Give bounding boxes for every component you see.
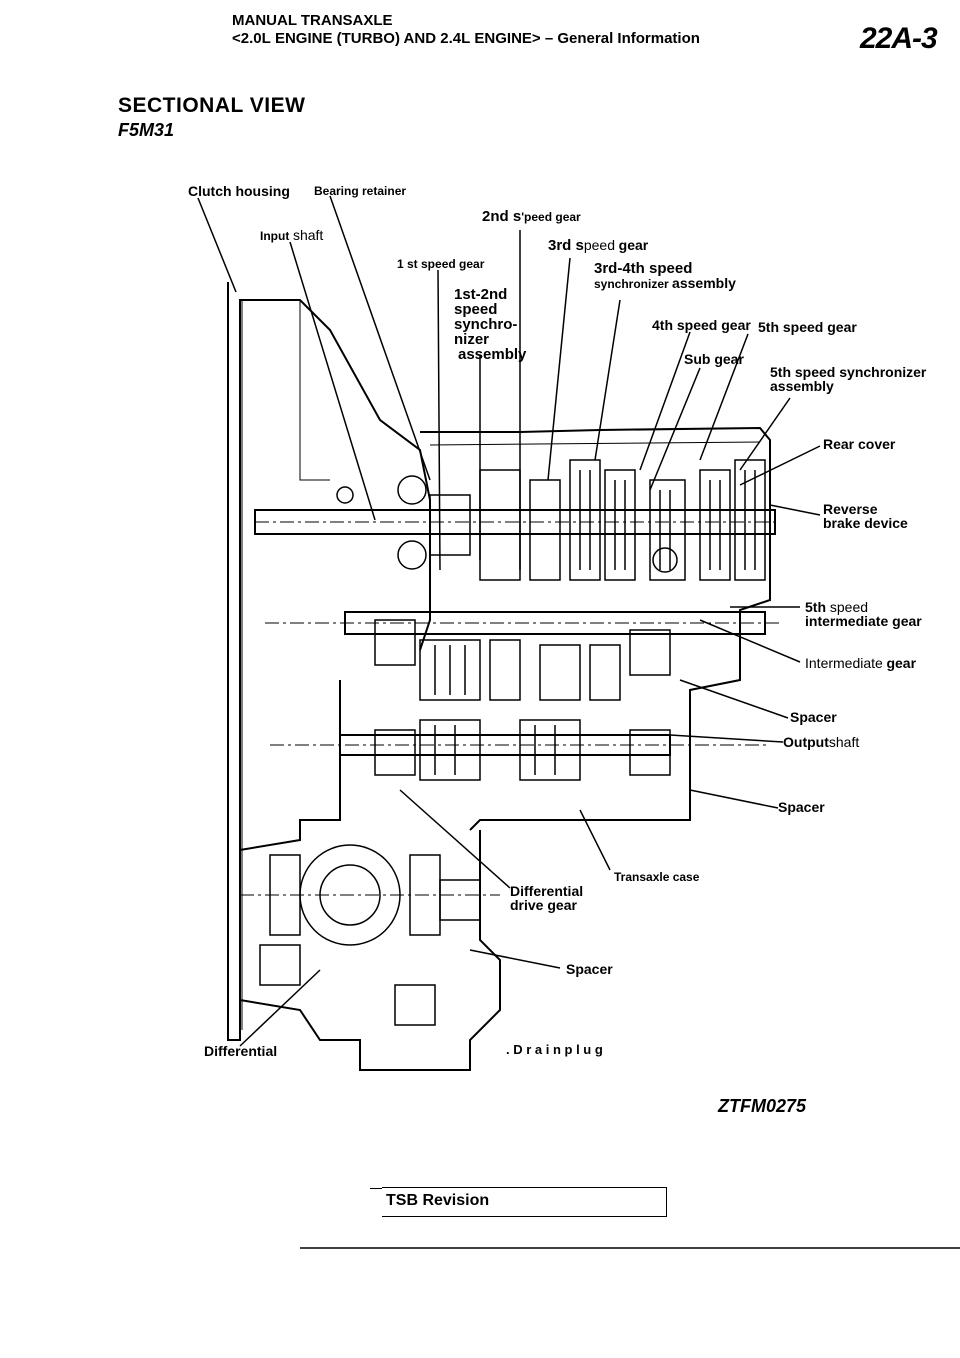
label-drain-plug: . D r a i n p l u g (506, 1042, 603, 1057)
label-sub-gear: Sub gear (684, 351, 744, 367)
label-intermediate-gear: Intermediate gear (805, 655, 917, 671)
label-2nd-speed-gear: 2nd s'peed gear (482, 208, 581, 225)
engine-spec-c: 2.4L (440, 30, 471, 47)
differential-housing (239, 680, 501, 1071)
label-bearing-retainer: Bearing retainer (314, 184, 407, 198)
label-5th-speed-gear: 5th speed gear (758, 319, 857, 335)
label-3rd-4th-sync: 3rd-4th speed synchronizer assembly (594, 260, 736, 291)
leader-lines (197, 195, 821, 1048)
label-clutch-housing: Clutch housing (188, 183, 290, 199)
label-spacer-3: Spacer (566, 961, 613, 977)
label-4th-speed-gear: 4th speed gear (652, 317, 751, 333)
engine-spec-b: ENGINE (TURBO) AND (274, 30, 437, 47)
engine-spec-a: <2.0L (232, 30, 271, 47)
label-1st-2nd-sync: 1st-2nd speed synchro- nizer assembly (454, 286, 527, 363)
label-rear-cover: Rear cover (823, 436, 896, 452)
label-5th-sync: 5th speed synchronizer assembly (770, 364, 927, 394)
label-3rd-speed-gear: 3rd speed gear (548, 237, 649, 254)
label-1st-speed-gear: 1 st speed gear (397, 257, 485, 271)
label-spacer-2: Spacer (778, 799, 825, 815)
tsb-revision-label: TSB Revision (386, 1192, 490, 1209)
section-title: SECTIONAL VIEW (118, 94, 306, 117)
label-reverse-brake: Reverse brake device (823, 501, 908, 531)
engine-spec-e: – General Information (544, 30, 700, 47)
model-code: F5M31 (118, 120, 175, 140)
bearings (336, 475, 678, 776)
intermediate-gears (419, 639, 621, 701)
engine-spec-d: ENGINE> (474, 30, 541, 47)
figure-code: ZTFM0275 (718, 1096, 807, 1116)
label-spacer-1: Spacer (790, 709, 837, 725)
label-diff-drive-gear: Differential drive gear (510, 883, 584, 913)
label-output-shaft: Outputshaft (783, 734, 860, 750)
label-input-shaft: Input shaft (260, 227, 324, 243)
label-differential: Differential (204, 1043, 278, 1059)
label-transaxle-case: Transaxle case (614, 870, 700, 884)
label-5th-intermediate-gear: 5th speed intermediate gear (805, 599, 922, 629)
section-badge: 22A-3 (860, 22, 938, 55)
case-top (420, 426, 771, 831)
header-title-line1: MANUAL TRANSAXLE (232, 12, 393, 29)
tsb-revision-box: TSB Revision (370, 1187, 667, 1217)
differential-gears (259, 844, 481, 1026)
header-title-line2: <2.0L ENGINE (TURBO) AND 2.4L ENGINE> – … (232, 30, 700, 47)
